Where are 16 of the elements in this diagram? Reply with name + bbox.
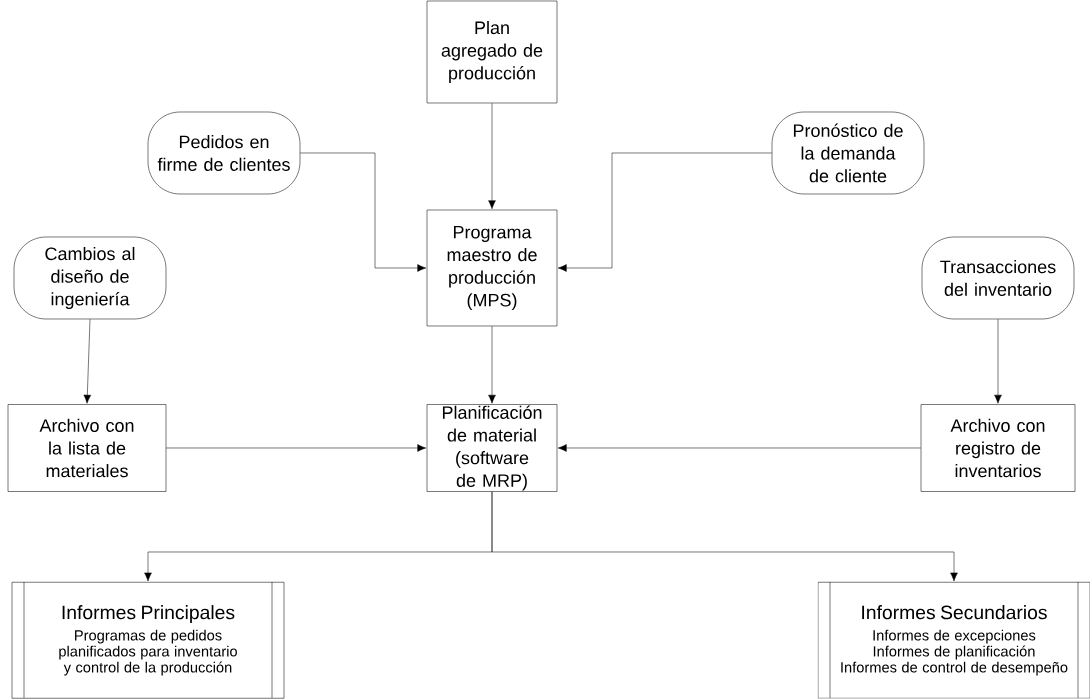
arrow (491, 491, 958, 582)
arrow (488, 103, 496, 210)
process-box: Planificación de material (software de MRP) (426, 404, 558, 492)
arrow (557, 152, 772, 272)
arrow (83, 319, 92, 404)
report-box: Informes Secundarios Informes de excepciones Informes de planificación Informes de control de desempeño (817, 581, 1090, 699)
arrow (300, 152, 427, 272)
arrow (557, 444, 921, 452)
arrow (166, 444, 427, 452)
process-box: Plan agregado de producción (426, 0, 558, 104)
report-box: Informes Principales Programas de pedidos planificados para inventario y control de la producción (11, 581, 285, 699)
arrow (488, 326, 496, 404)
process-box: Archivo con registro de inventarios (920, 404, 1076, 492)
arrow (994, 319, 1002, 404)
process-box: Archivo con la lista de materiales (7, 404, 167, 492)
process-box: Programa maestro de producción (MPS) (426, 209, 558, 327)
